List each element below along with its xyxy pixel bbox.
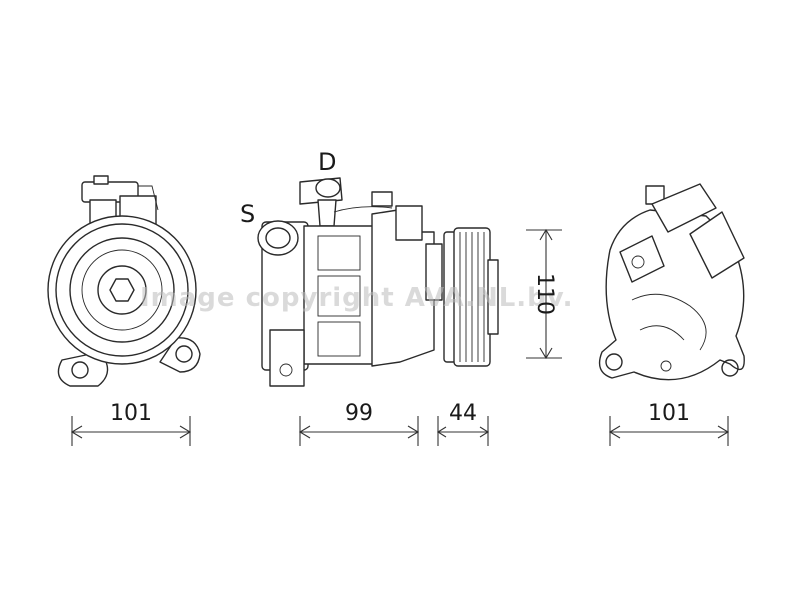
dim-label-body-length: 99 — [345, 401, 373, 426]
front-mount-hole-right — [175, 345, 193, 363]
rear-mount-hole-left — [605, 353, 623, 371]
dimension-rear-width: 101 — [608, 401, 730, 446]
front-mount-hole-left — [71, 361, 89, 379]
front-connector-tab — [93, 175, 109, 185]
dimension-front-width: 101 — [70, 401, 192, 446]
rear-view — [598, 183, 745, 381]
suction-port-opening — [265, 227, 291, 249]
rear-bolt — [660, 360, 672, 372]
side-wire — [333, 206, 393, 213]
discharge-port-neck — [317, 199, 337, 227]
port-label-discharge: D — [318, 148, 336, 176]
dimension-pulley-length: 44 — [436, 401, 490, 446]
rear-connector-lower — [689, 211, 745, 279]
dimension-body-length: 99 — [298, 401, 420, 446]
front-view — [47, 175, 201, 387]
dim-label-height: 110 — [532, 273, 557, 315]
rear-connector-upper — [651, 183, 717, 233]
rear-rib-2 — [639, 325, 685, 341]
port-label-suction: S — [240, 200, 255, 228]
clutch-coil — [425, 243, 443, 301]
dim-label-rear-width: 101 — [648, 401, 690, 426]
dimension-height: 110 — [526, 228, 562, 360]
body-window-mid — [317, 275, 361, 317]
rear-mount-hole — [279, 363, 293, 377]
front-clutch-plate — [69, 237, 175, 343]
rear-mount-foot — [269, 329, 305, 387]
front-bracket-line — [138, 185, 159, 211]
front-hub — [97, 265, 147, 315]
rear-port-block — [619, 235, 665, 283]
suction-port-flange — [257, 220, 299, 256]
side-top-connector — [371, 191, 393, 207]
pulley-hub — [487, 259, 499, 335]
front-clutch-inner — [81, 249, 163, 331]
rear-rib-1 — [631, 293, 707, 351]
discharge-port-opening — [315, 178, 341, 198]
front-mount-ear-right — [159, 337, 201, 373]
watermark: Image copyright AVA.NL.bv. — [140, 283, 574, 313]
dim-label-front-width: 101 — [110, 401, 152, 426]
control-valve-connector — [395, 205, 423, 241]
front-housing-ring — [55, 223, 189, 357]
body-window-bottom — [317, 321, 361, 357]
front-hub-nut — [109, 278, 135, 302]
rear-port-opening — [631, 255, 645, 269]
side-view: D S — [240, 148, 499, 387]
dim-label-pulley-length: 44 — [449, 401, 477, 426]
body-window-top — [317, 235, 361, 271]
rear-mount-hole-right — [721, 359, 739, 377]
